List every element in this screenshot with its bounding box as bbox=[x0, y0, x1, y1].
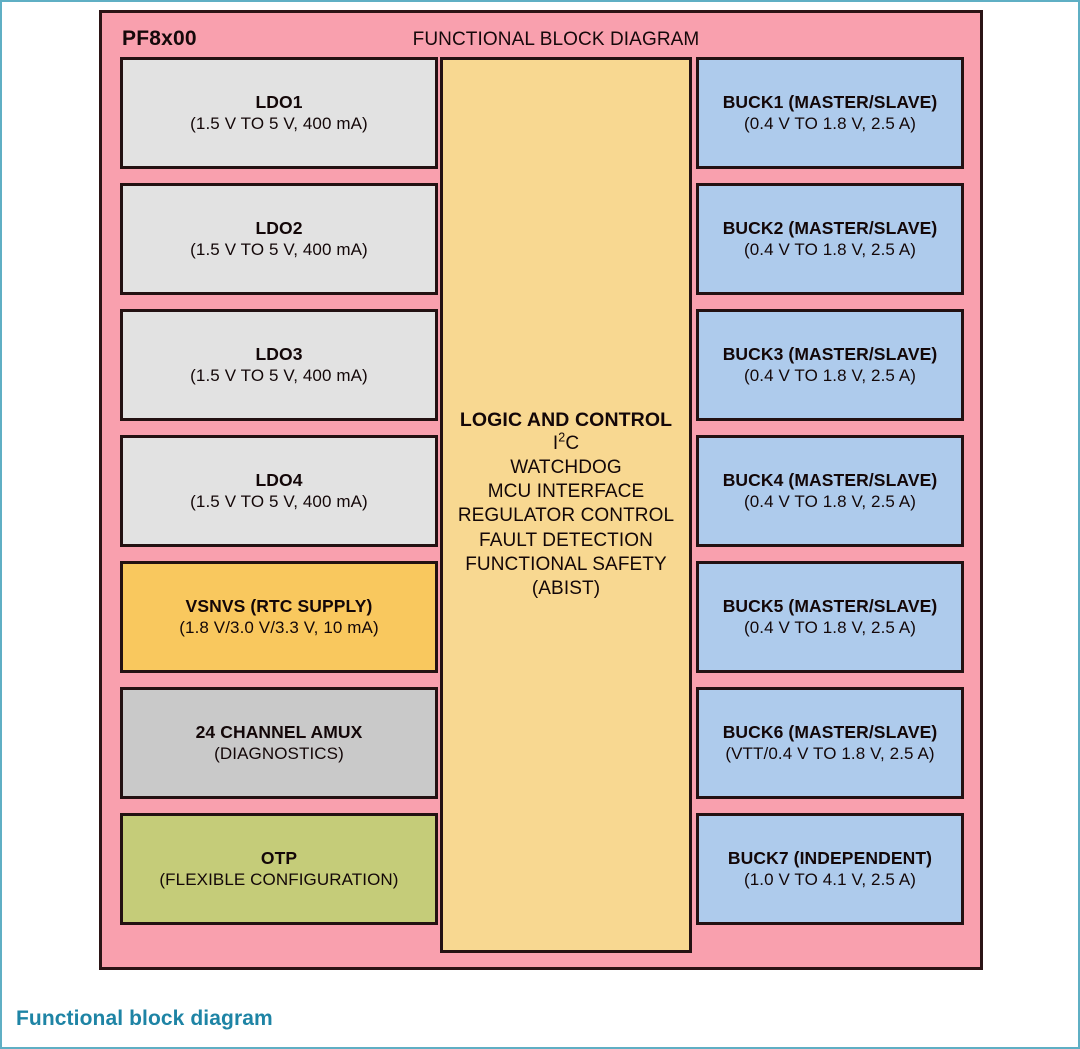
block-otp[interactable]: OTP (FLEXIBLE CONFIGURATION) bbox=[120, 813, 438, 925]
block-title: VSNVS (RTC SUPPLY) bbox=[185, 595, 373, 616]
block-subtitle: (1.5 V TO 5 V, 400 mA) bbox=[190, 240, 368, 260]
block-subtitle: (0.4 V TO 1.8 V, 2.5 A) bbox=[743, 114, 917, 134]
block-subtitle: (1.8 V/3.0 V/3.3 V, 10 mA) bbox=[179, 618, 379, 638]
block-title: BUCK6 (MASTER/SLAVE) bbox=[722, 721, 938, 742]
block-title: LDO1 bbox=[255, 91, 303, 112]
block-subtitle: (1.5 V TO 5 V, 400 mA) bbox=[190, 366, 368, 386]
block-buck3[interactable]: BUCK3 (MASTER/SLAVE) (0.4 V TO 1.8 V, 2.… bbox=[696, 309, 964, 421]
block-buck4[interactable]: BUCK4 (MASTER/SLAVE) (0.4 V TO 1.8 V, 2.… bbox=[696, 435, 964, 547]
logic-line-regulator-control: REGULATOR CONTROL bbox=[457, 505, 675, 527]
chip-block-diagram: PF8x00 FUNCTIONAL BLOCK DIAGRAM LDO1 (1.… bbox=[99, 10, 983, 970]
block-logic-and-control[interactable]: LOGIC AND CONTROL I2C WATCHDOG MCU INTER… bbox=[440, 57, 692, 953]
logic-title: LOGIC AND CONTROL bbox=[459, 409, 673, 432]
block-ldo3[interactable]: LDO3 (1.5 V TO 5 V, 400 mA) bbox=[120, 309, 438, 421]
left-block-column: LDO1 (1.5 V TO 5 V, 400 mA) LDO2 (1.5 V … bbox=[120, 57, 438, 939]
block-subtitle: (VTT/0.4 V TO 1.8 V, 2.5 A) bbox=[725, 744, 935, 764]
i2c-tail: C bbox=[565, 433, 580, 455]
block-amux[interactable]: 24 CHANNEL AMUX (DIAGNOSTICS) bbox=[120, 687, 438, 799]
right-block-column: BUCK1 (MASTER/SLAVE) (0.4 V TO 1.8 V, 2.… bbox=[696, 57, 964, 939]
block-subtitle: (1.0 V TO 4.1 V, 2.5 A) bbox=[743, 870, 917, 890]
block-ldo4[interactable]: LDO4 (1.5 V TO 5 V, 400 mA) bbox=[120, 435, 438, 547]
block-subtitle: (1.5 V TO 5 V, 400 mA) bbox=[190, 492, 368, 512]
i2c-superscript: 2 bbox=[558, 430, 566, 445]
block-title: 24 CHANNEL AMUX bbox=[195, 721, 363, 742]
block-title: BUCK1 (MASTER/SLAVE) bbox=[722, 91, 938, 112]
block-title: LDO3 bbox=[255, 343, 303, 364]
logic-line-mcu-interface: MCU INTERFACE bbox=[487, 481, 645, 503]
block-buck1[interactable]: BUCK1 (MASTER/SLAVE) (0.4 V TO 1.8 V, 2.… bbox=[696, 57, 964, 169]
block-title: BUCK7 (INDEPENDENT) bbox=[727, 847, 933, 868]
logic-line-abist: (ABIST) bbox=[531, 577, 601, 599]
logic-line-functional-safety: FUNCTIONAL SAFETY bbox=[465, 553, 667, 575]
block-buck2[interactable]: BUCK2 (MASTER/SLAVE) (0.4 V TO 1.8 V, 2.… bbox=[696, 183, 964, 295]
block-title: LDO2 bbox=[255, 217, 303, 238]
logic-line-i2c: I2C bbox=[552, 430, 580, 456]
chip-part-name: PF8x00 bbox=[122, 27, 197, 50]
block-ldo2[interactable]: LDO2 (1.5 V TO 5 V, 400 mA) bbox=[120, 183, 438, 295]
block-title: LDO4 bbox=[255, 469, 303, 490]
block-title: BUCK5 (MASTER/SLAVE) bbox=[722, 595, 938, 616]
diagram-heading: FUNCTIONAL BLOCK DIAGRAM bbox=[412, 29, 700, 50]
block-subtitle: (0.4 V TO 1.8 V, 2.5 A) bbox=[743, 618, 917, 638]
block-subtitle: (1.5 V TO 5 V, 400 mA) bbox=[190, 114, 368, 134]
block-vsnvs[interactable]: VSNVS (RTC SUPPLY) (1.8 V/3.0 V/3.3 V, 1… bbox=[120, 561, 438, 673]
block-title: BUCK2 (MASTER/SLAVE) bbox=[722, 217, 938, 238]
logic-line-watchdog: WATCHDOG bbox=[510, 457, 622, 479]
block-title: BUCK4 (MASTER/SLAVE) bbox=[722, 469, 938, 490]
i2c-base: I bbox=[552, 433, 559, 455]
block-buck5[interactable]: BUCK5 (MASTER/SLAVE) (0.4 V TO 1.8 V, 2.… bbox=[696, 561, 964, 673]
logic-line-fault-detection: FAULT DETECTION bbox=[479, 529, 653, 551]
block-subtitle: (FLEXIBLE CONFIGURATION) bbox=[159, 870, 399, 890]
figure-caption: Functional block diagram bbox=[16, 1007, 273, 1030]
block-buck6[interactable]: BUCK6 (MASTER/SLAVE) (VTT/0.4 V TO 1.8 V… bbox=[696, 687, 964, 799]
block-subtitle: (DIAGNOSTICS) bbox=[214, 744, 344, 764]
block-subtitle: (0.4 V TO 1.8 V, 2.5 A) bbox=[743, 366, 917, 386]
block-subtitle: (0.4 V TO 1.8 V, 2.5 A) bbox=[743, 240, 917, 260]
block-title: BUCK3 (MASTER/SLAVE) bbox=[722, 343, 938, 364]
block-ldo1[interactable]: LDO1 (1.5 V TO 5 V, 400 mA) bbox=[120, 57, 438, 169]
block-buck7[interactable]: BUCK7 (INDEPENDENT) (1.0 V TO 4.1 V, 2.5… bbox=[696, 813, 964, 925]
block-title: OTP bbox=[260, 847, 298, 868]
block-subtitle: (0.4 V TO 1.8 V, 2.5 A) bbox=[743, 492, 917, 512]
